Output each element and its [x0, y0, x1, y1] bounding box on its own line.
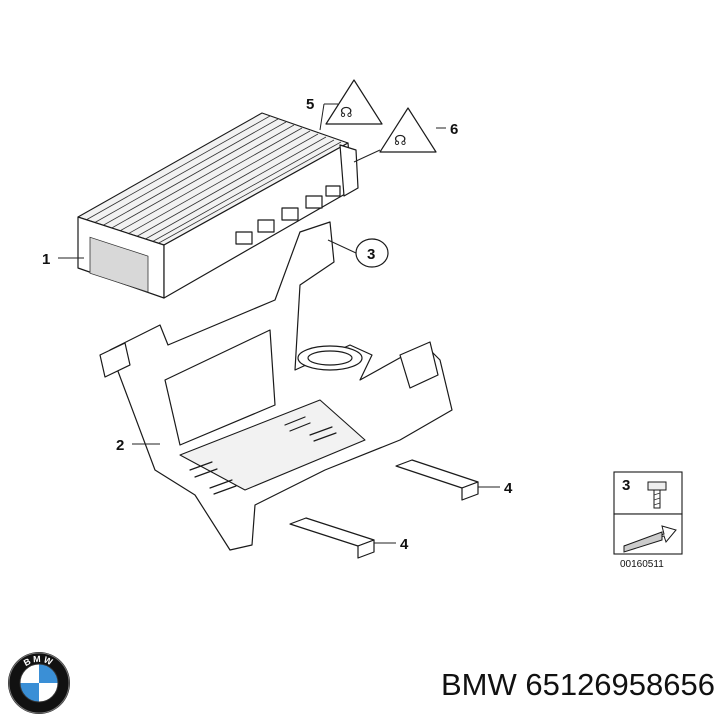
legend-box: 3 00160511 — [613, 471, 683, 570]
svg-text:BMW: BMW — [22, 654, 56, 668]
front-grille — [89, 236, 149, 293]
label-symbol-icon: ☊ — [394, 133, 406, 149]
install-arrow-icon — [623, 525, 677, 553]
callout-label-right: 6 — [450, 121, 458, 138]
legend-callout-bolt: 3 — [622, 477, 630, 494]
cooling-fins — [85, 115, 342, 245]
label-symbol-icon: ☊ — [340, 105, 352, 121]
brand-part-number: BMW 65126958656 — [440, 667, 715, 702]
callout-pad-lower: 4 — [400, 536, 409, 553]
callout-bracket: 2 — [116, 437, 124, 454]
bolt-icon — [647, 481, 667, 509]
foam-pad-lower — [289, 517, 375, 559]
logo-letters: BMW — [22, 654, 54, 668]
connector-ports — [235, 185, 341, 245]
warning-label-5: ☊ — [325, 79, 383, 125]
gasket-ring — [297, 345, 363, 371]
callout-pad-upper: 4 — [504, 480, 513, 497]
callout-amplifier: 1 — [42, 251, 50, 268]
vent-slots — [189, 416, 337, 495]
callout-bolt: 3 — [367, 246, 375, 263]
amplifier-unit — [77, 112, 359, 299]
bolt-callout: 3 — [355, 238, 389, 268]
foam-pad-upper — [395, 459, 479, 501]
bmw-logo: BMW — [8, 652, 70, 714]
reference-code: 00160511 — [620, 559, 664, 570]
mounting-bracket — [99, 221, 453, 551]
callout-label-left: 5 — [306, 96, 314, 113]
warning-label-6: ☊ — [379, 107, 437, 153]
